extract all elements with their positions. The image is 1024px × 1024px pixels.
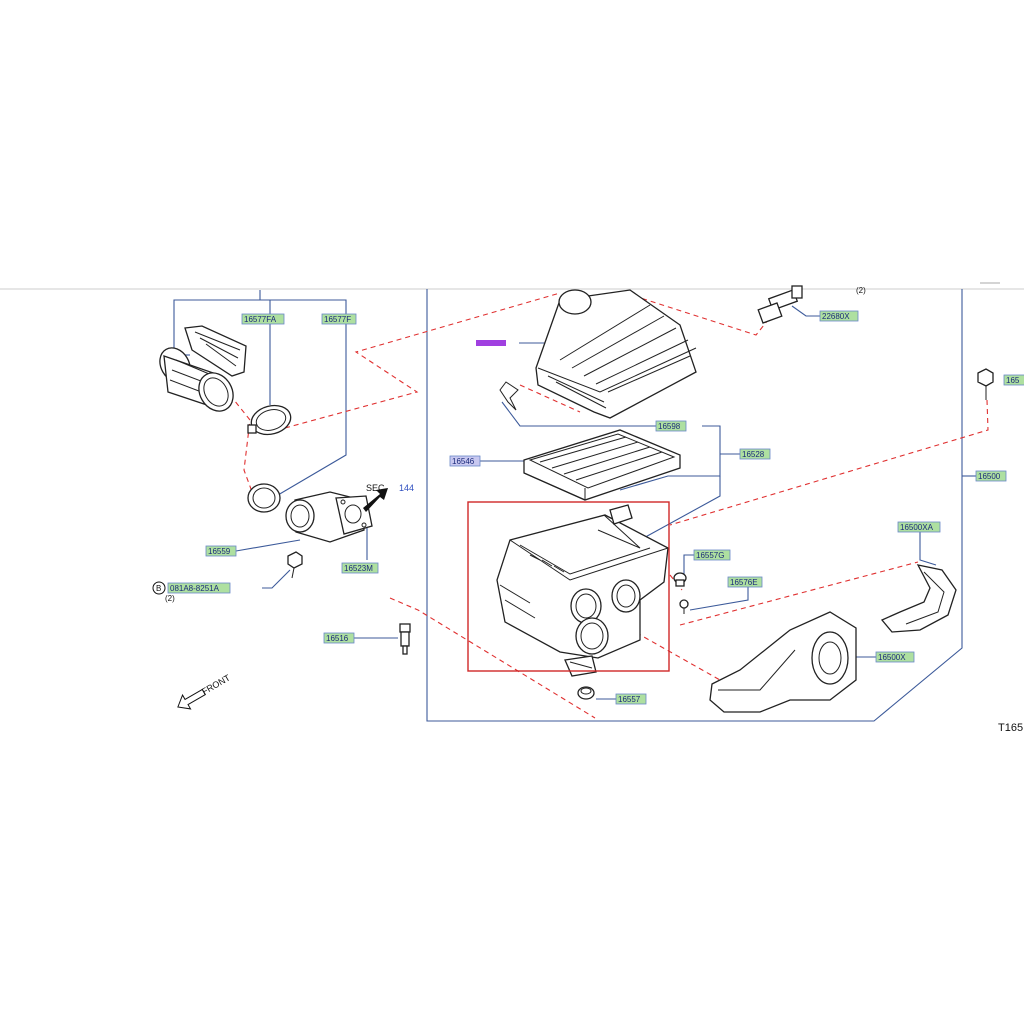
intake-duct-part	[159, 325, 247, 412]
svg-text:16577FA: 16577FA	[244, 315, 277, 324]
air-filter-element-part	[523, 429, 681, 501]
clip-part	[499, 381, 519, 411]
qty-b: (2)	[165, 594, 175, 603]
air-cleaner-housing-part	[496, 504, 669, 677]
svg-text:165: 165	[1006, 376, 1020, 385]
sensor-22680X-part	[757, 285, 803, 324]
svg-text:16546: 16546	[452, 457, 475, 466]
sec-arrow	[363, 488, 388, 512]
label-16500[interactable]: 16500	[975, 470, 1007, 482]
dashed-duct-to-clamp	[229, 394, 256, 501]
bolt-part	[287, 551, 303, 579]
svg-text:16557G: 16557G	[696, 551, 724, 560]
air-cleaner-cover-part	[535, 289, 697, 419]
leader-16500XA	[919, 532, 937, 566]
label-16577FA[interactable]: 16577FA	[241, 313, 285, 325]
dashed-16516	[389, 597, 596, 719]
duct-16500X-part	[709, 611, 857, 713]
fitting-16516-part	[399, 623, 411, 655]
label-16516[interactable]: 16516	[323, 632, 355, 644]
grommet-16557-part	[577, 686, 595, 700]
label-16559[interactable]: 16559	[205, 545, 237, 557]
leader-16557G	[683, 554, 694, 575]
leader-22680X	[791, 305, 820, 317]
leader-bracket-top-left	[173, 299, 347, 496]
svg-text:22680X: 22680X	[822, 312, 850, 321]
leader-16528-c	[639, 476, 721, 541]
svg-text:16500XA: 16500XA	[900, 523, 934, 532]
front-label: FRONT	[200, 672, 232, 696]
svg-text:16598: 16598	[658, 422, 681, 431]
leader-081A8	[262, 569, 291, 589]
sec-number[interactable]: 144	[399, 483, 414, 493]
label-165-edge[interactable]: 165	[1003, 374, 1024, 386]
label-22680X[interactable]: 22680X	[819, 310, 859, 322]
reference-code: T165	[998, 722, 1023, 734]
front-arrow	[177, 688, 207, 710]
label-081A8-8251A[interactable]: 081A8-8251A	[167, 582, 231, 594]
purple-marker	[476, 340, 506, 346]
label-16546[interactable]: 16546	[449, 455, 481, 467]
lower-clamp-part	[247, 483, 281, 513]
svg-text:16559: 16559	[208, 547, 231, 556]
grommet-16557G-part	[673, 572, 687, 587]
leader-16559	[235, 539, 301, 552]
label-16528[interactable]: 16528	[739, 448, 771, 460]
qty-top: (2)	[856, 286, 866, 295]
hose-clamp-part	[247, 404, 292, 436]
dashed-to-16500XA	[679, 561, 919, 626]
svg-text:16523M: 16523M	[344, 564, 373, 573]
callout-b-circle	[152, 581, 166, 595]
leader-16598	[501, 401, 656, 427]
label-16500XA[interactable]: 16500XA	[897, 521, 941, 533]
sec-label: SEC.	[366, 483, 387, 493]
label-16557[interactable]: 16557	[615, 693, 647, 705]
highlight-box	[467, 501, 670, 672]
duct-16500XA-part	[880, 564, 957, 633]
dashed-bolt-to-box	[669, 399, 989, 526]
svg-text:16500X: 16500X	[878, 653, 906, 662]
svg-text:16528: 16528	[742, 450, 765, 459]
bolt-top-right-part	[977, 368, 994, 400]
callout-b-letter: B	[156, 584, 161, 593]
label-16577F[interactable]: 16577F	[321, 313, 357, 325]
svg-text:16557: 16557	[618, 695, 641, 704]
dashed-zigzag-top	[284, 292, 561, 429]
svg-text:16516: 16516	[326, 634, 349, 643]
svg-text:16500: 16500	[978, 472, 1001, 481]
svg-text:081A8-8251A: 081A8-8251A	[170, 584, 220, 593]
bolt-16576E-part	[679, 599, 689, 614]
label-16598[interactable]: 16598	[655, 420, 687, 432]
adapter-flange-part	[285, 491, 373, 543]
svg-text:16577F: 16577F	[324, 315, 351, 324]
label-16500X[interactable]: 16500X	[875, 651, 915, 663]
leader-main-box	[426, 289, 963, 722]
svg-text:16576E: 16576E	[730, 578, 758, 587]
label-16523M[interactable]: 16523M	[341, 562, 379, 574]
label-16557G[interactable]: 16557G	[693, 549, 731, 561]
label-16576E[interactable]: 16576E	[727, 576, 763, 588]
dashed-clip	[519, 384, 581, 413]
